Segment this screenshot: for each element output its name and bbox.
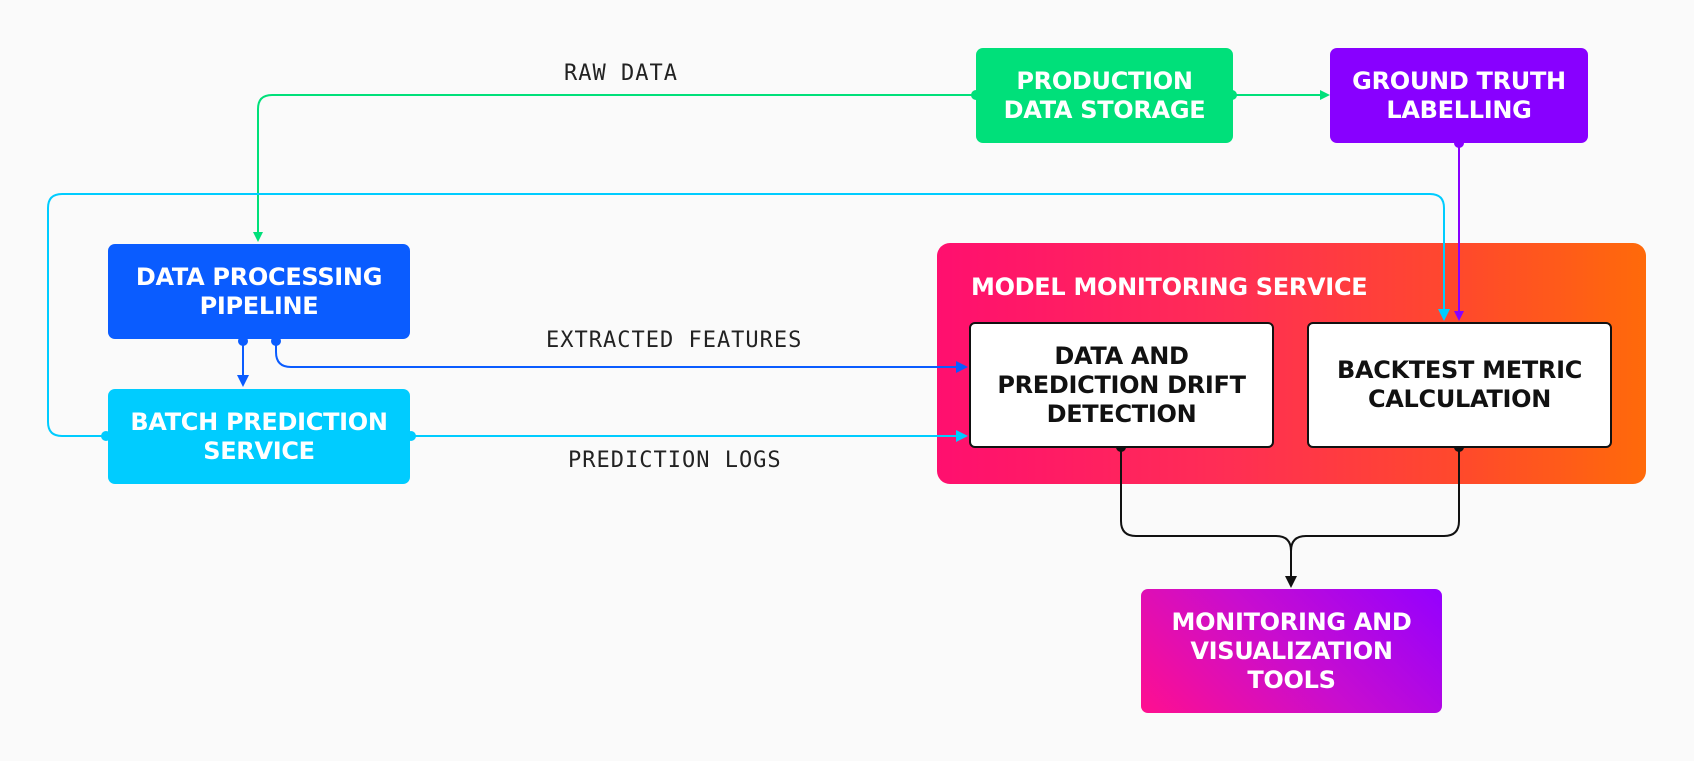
raw-data-connector: [253, 94, 976, 242]
drift-to-tools-connector: [1120, 447, 1297, 588]
backtest-metric-calculation-node: BACKTEST METRIC CALCULATION: [1307, 322, 1612, 448]
predictions-to-backtest-connector: [47, 193, 1450, 437]
raw-data-label: RAW DATA: [564, 61, 678, 86]
drift-detection-node: DATA AND PREDICTION DRIFT DETECTION: [969, 322, 1274, 448]
ground-truth-labelling-label: GROUND TRUTH LABELLING: [1352, 66, 1566, 124]
production-data-storage-node: PRODUCTION DATA STORAGE: [976, 48, 1233, 143]
batch-prediction-service-label: BATCH PREDICTION SERVICE: [130, 407, 388, 465]
prediction-logs-label: PREDICTION LOGS: [568, 448, 782, 473]
backtest-metric-calculation-label: BACKTEST METRIC CALCULATION: [1336, 356, 1583, 413]
extracted-features-label: EXTRACTED FEATURES: [546, 328, 803, 353]
data-processing-pipeline-node: DATA PROCESSING PIPELINE: [108, 244, 410, 339]
backtest-to-tools-connector: [1290, 447, 1460, 552]
drift-detection-label: DATA AND PREDICTION DRIFT DETECTION: [997, 341, 1246, 428]
batch-prediction-service-node: BATCH PREDICTION SERVICE: [108, 389, 410, 484]
monitoring-visualization-tools-label: MONITORING AND VISUALIZATION TOOLS: [1171, 607, 1412, 694]
monitoring-visualization-tools-node: MONITORING AND VISUALIZATION TOOLS: [1141, 589, 1442, 713]
production-data-storage-label: PRODUCTION DATA STORAGE: [1003, 66, 1206, 124]
ground-truth-labelling-node: GROUND TRUTH LABELLING: [1330, 48, 1588, 143]
extracted-features-connector: [275, 341, 968, 373]
data-processing-pipeline-label: DATA PROCESSING PIPELINE: [135, 262, 383, 320]
model-monitoring-service-title: MODEL MONITORING SERVICE: [971, 273, 1368, 301]
